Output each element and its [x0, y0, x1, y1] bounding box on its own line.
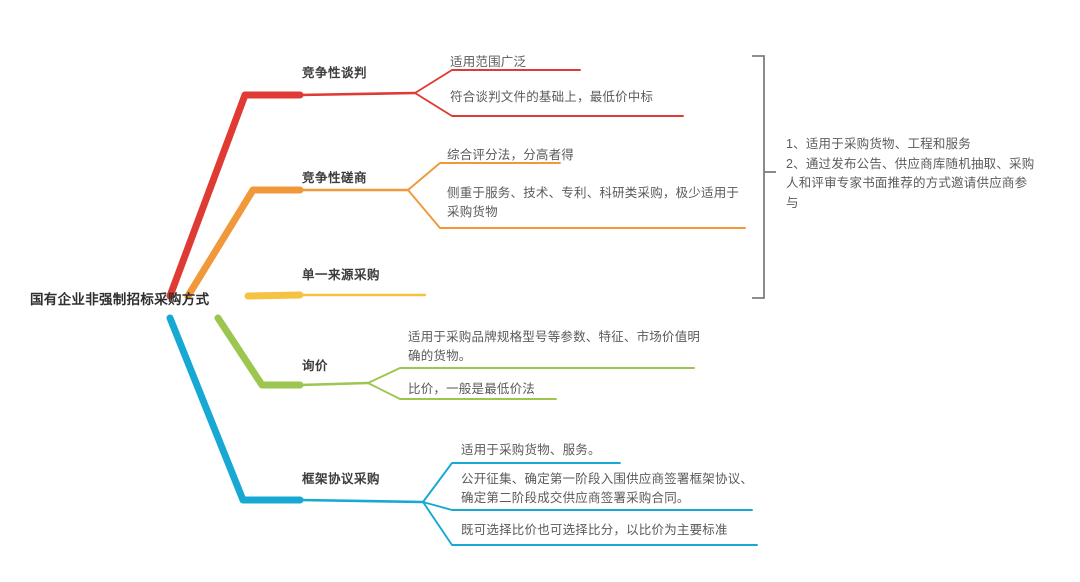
- branch-label-framework-agreement[interactable]: 框架协议采购: [302, 472, 381, 486]
- leaf-inquiry-1[interactable]: 适用于采购品牌规格型号等参数、特征、市场价值明确的货物。: [408, 330, 701, 363]
- leaf-framework-agreement-1[interactable]: 适用于采购货物、服务。: [461, 443, 601, 457]
- branch-line-single-source: [244, 291, 427, 300]
- branch-label-competitive-negotiation[interactable]: 竞争性谈判: [302, 66, 368, 80]
- leaf-competitive-negotiation-1[interactable]: 适用范围广泛: [450, 55, 527, 69]
- branch-line-competitive-consultation: [184, 162, 746, 300]
- leaf-inquiry-2[interactable]: 比价，一般是最低价法: [408, 382, 536, 396]
- leaf-competitive-consultation-2[interactable]: 侧重于服务、技术、专利、科研类采购，极少适用于采购货物: [447, 186, 740, 219]
- branch-label-single-source[interactable]: 单一来源采购: [302, 268, 381, 282]
- root-node-label[interactable]: 国有企业非强制招标采购方式: [30, 292, 210, 307]
- branch-label-competitive-consultation[interactable]: 竞争性磋商: [302, 171, 368, 185]
- leaf-competitive-negotiation-2[interactable]: 符合谈判文件的基础上，最低价中标: [450, 90, 654, 104]
- leaf-competitive-consultation-1[interactable]: 综合评分法，分高者得: [447, 148, 575, 162]
- grouping-bracket: [752, 55, 776, 299]
- leaf-framework-agreement-3[interactable]: 既可选择比价也可选择比分，以比价为主要标准: [461, 523, 728, 537]
- branch-label-inquiry[interactable]: 询价: [302, 359, 329, 373]
- leaf-framework-agreement-2[interactable]: 公开征集、确定第一阶段入围供应商签署框架协议、确定第二阶段成交供应商签署采购合同…: [461, 472, 754, 505]
- bracket-annotation-text: 1、适用于采购货物、工程和服务 2、通过发布公告、供应商库随机抽取、采购人和评审…: [786, 137, 1035, 210]
